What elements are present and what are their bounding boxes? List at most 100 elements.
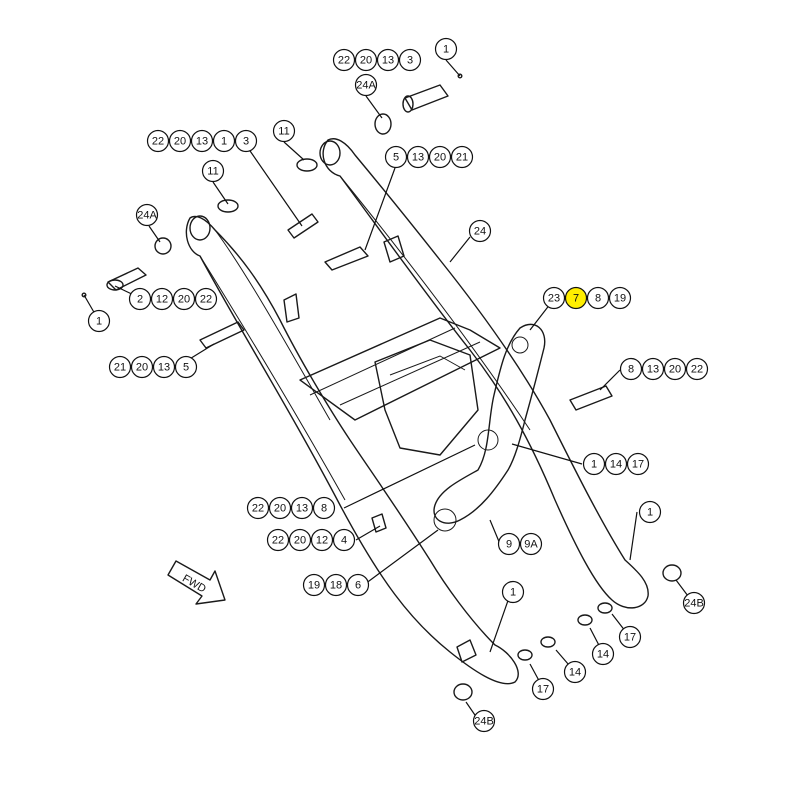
callout-number: 19 — [614, 293, 626, 305]
callout-bubble — [682, 591, 706, 615]
callout-number: 9A — [524, 539, 538, 551]
callout-number: 17 — [537, 684, 549, 696]
callout-number: 8 — [595, 293, 601, 305]
callout-group: 11 — [272, 119, 296, 143]
callout-bubble — [641, 357, 665, 381]
right-lift-arm — [322, 138, 649, 609]
callout-number: 22 — [252, 503, 264, 515]
callout-bubble — [174, 355, 198, 379]
callout-bubble — [172, 287, 196, 311]
callout-bubble — [312, 496, 336, 520]
callout-bubble — [450, 145, 474, 169]
callout-number: 1 — [647, 507, 653, 519]
callout-bubble — [685, 357, 709, 381]
left-lift-arm — [185, 215, 519, 685]
callout-number: 20 — [274, 503, 286, 515]
callout-number: 24B — [684, 598, 704, 610]
callout-number: 6 — [355, 580, 361, 592]
callout-bubble — [519, 532, 543, 556]
callout-group: 24 — [468, 219, 492, 243]
washer-2 — [540, 636, 556, 648]
callout-bubble — [531, 677, 555, 701]
callout-number: 20 — [360, 55, 372, 67]
callout-number: 22 — [272, 535, 284, 547]
inner-pin-left — [287, 213, 319, 239]
callout-number: 3 — [243, 136, 249, 148]
callout-number: 4 — [341, 535, 347, 547]
callout-number: 21 — [114, 362, 126, 374]
callout-number: 22 — [200, 294, 212, 306]
lower-bushing-left — [453, 683, 473, 701]
callout-bubble — [268, 496, 292, 520]
callout-group: 1 — [501, 580, 525, 604]
callout-bubble — [384, 145, 408, 169]
callout-number: 2 — [137, 294, 143, 306]
callout-bubble — [324, 573, 348, 597]
callout-number: 21 — [456, 152, 468, 164]
callout-group: 2 12 20 22 — [128, 287, 218, 311]
callout-number: 17 — [632, 459, 644, 471]
callout-bubble — [288, 528, 312, 552]
callout-bubble — [434, 37, 458, 61]
callout-number: 14 — [569, 667, 581, 679]
callout-bubble — [563, 660, 587, 684]
callout-bubble — [354, 73, 378, 97]
bracket-left — [283, 293, 300, 323]
callout-number: 18 — [330, 580, 342, 592]
lower-bushing-right — [662, 564, 682, 582]
callout-bubble — [234, 129, 258, 153]
callout-bubble — [332, 48, 356, 72]
callout-number: 17 — [624, 632, 636, 644]
callout-number: 22 — [338, 55, 350, 67]
callout-number: 13 — [158, 362, 170, 374]
callout-number: 20 — [669, 364, 681, 376]
callout-group: 24B — [682, 591, 706, 615]
callout-bubble — [591, 642, 615, 666]
callout-group: 11 — [201, 159, 225, 183]
callout-bubble — [150, 287, 174, 311]
callout-bubble — [266, 528, 290, 552]
upper-pin-right — [296, 73, 463, 172]
callout-bubble — [582, 452, 606, 476]
callout-number: 24 — [474, 226, 486, 238]
tilt-pin — [569, 385, 613, 411]
callout-bubble — [406, 145, 430, 169]
washer-4 — [597, 602, 613, 614]
callout-number: 14 — [597, 649, 609, 661]
callout-bubble — [130, 355, 154, 379]
callout-bubble — [201, 159, 225, 183]
callout-number: 23 — [548, 293, 560, 305]
small-bracket — [371, 513, 387, 533]
callout-number: 5 — [393, 152, 399, 164]
callout-number: 13 — [196, 136, 208, 148]
callout-bubble — [619, 357, 643, 381]
callout-bubble — [398, 48, 422, 72]
callout-bubble — [168, 129, 192, 153]
callout-number: 12 — [156, 294, 168, 306]
callout-bubble — [290, 496, 314, 520]
highlighted-callout-bubble — [564, 286, 588, 310]
callout-number: 9 — [506, 539, 512, 551]
lower-boss-left — [456, 639, 477, 663]
center-bracket — [374, 339, 479, 456]
callout-bubble — [346, 573, 370, 597]
cross-tube — [299, 317, 501, 421]
callout-bubble — [626, 452, 650, 476]
callout-number: 13 — [296, 503, 308, 515]
callout-bubble — [428, 145, 452, 169]
washer-1 — [517, 649, 533, 661]
bracket-right-top — [383, 235, 405, 263]
callout-bubble — [501, 580, 525, 604]
callout-number: 13 — [382, 55, 394, 67]
callout-number: 20 — [178, 294, 190, 306]
callout-number: 1 — [96, 316, 102, 328]
callout-bubble — [638, 500, 662, 524]
callout-bubble — [246, 496, 270, 520]
callout-bubble — [332, 528, 356, 552]
callout-number: 8 — [628, 364, 634, 376]
